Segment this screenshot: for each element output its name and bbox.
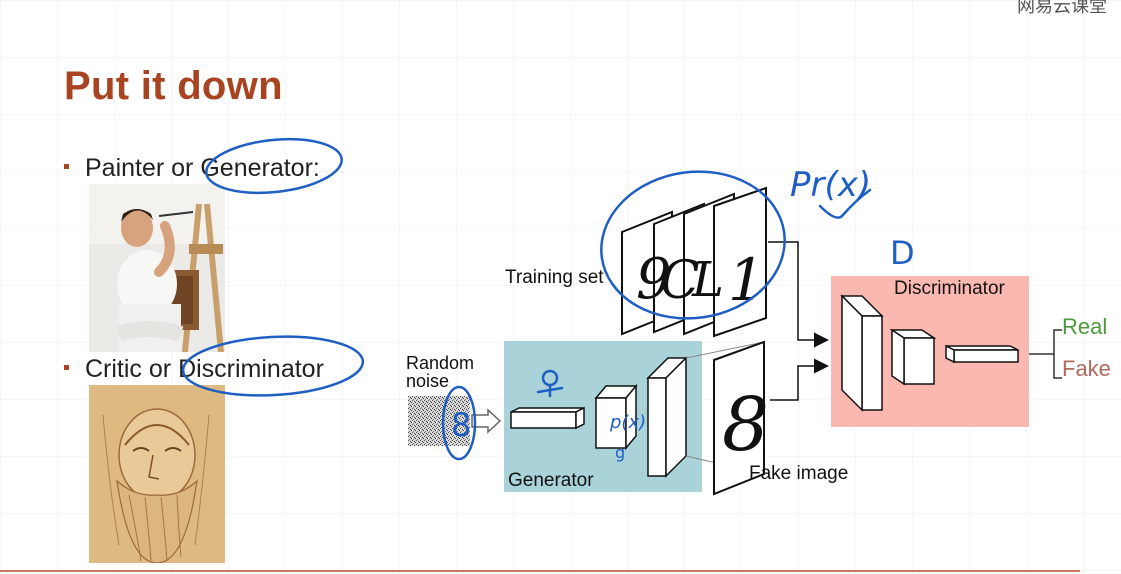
circle-noise [441, 385, 477, 461]
critic-portrait [89, 385, 225, 563]
checkmark [818, 188, 872, 219]
bottom-rule [0, 570, 1080, 572]
annotation-pr-x: Pr(x) [790, 165, 871, 205]
output-fake: Fake [1062, 356, 1111, 381]
bullet-prefix: Painter or [85, 154, 201, 182]
slide-title: Put it down [64, 64, 283, 108]
annotation-d: D [890, 234, 915, 272]
fake-image-card [713, 340, 765, 496]
bullet-discriminator: Critic or Discriminator [64, 355, 324, 384]
annotation-g: g [615, 443, 625, 462]
circle-training-set [600, 170, 786, 320]
training-set-label: Training set [505, 267, 604, 288]
fake-digit: 8 [722, 382, 769, 468]
circle-discriminator [181, 335, 365, 397]
bullet-prefix: Critic or [85, 355, 179, 383]
circle-generator [205, 137, 343, 195]
random-noise-label: Random noise [406, 353, 475, 391]
handwritten-annotations [181, 137, 872, 461]
bullet-marker [64, 364, 69, 370]
bullet-generator: Painter or Generator: [64, 154, 320, 183]
output-real: Real [1062, 314, 1108, 339]
bullet-marker [64, 163, 69, 169]
sample-digit: 1 [728, 246, 765, 314]
sample-digit: 9 [636, 247, 672, 312]
bullet-term: Discriminator [178, 355, 324, 383]
discriminator-label: Discriminator [894, 278, 1005, 299]
sample-digit: C [660, 251, 700, 311]
sample-digit: L [691, 252, 724, 308]
watermark: 网易云课堂 [1017, 0, 1107, 16]
bullet-term: Generator: [200, 154, 320, 182]
discriminator-layers [840, 294, 1019, 412]
random-noise-image [408, 396, 470, 446]
annotation-noise-digit: 8 [451, 406, 471, 444]
fake-image-label: Fake image [749, 463, 849, 484]
annotation-px: p(x) [609, 412, 646, 433]
painter-photo [89, 184, 225, 352]
generator-label: Generator [508, 470, 594, 491]
